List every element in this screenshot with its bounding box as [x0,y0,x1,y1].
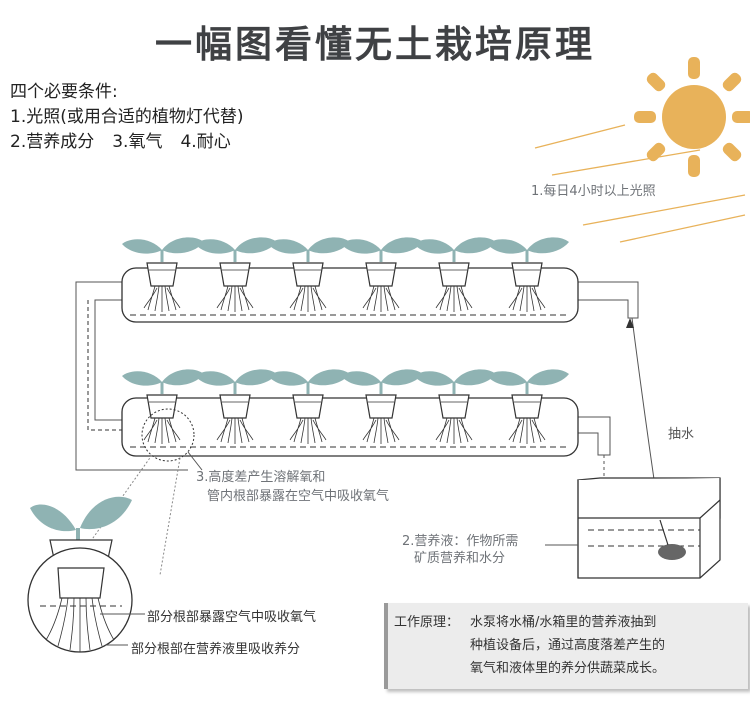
roots-air-label: 部分根部暴露空气中吸收氧气 [147,610,317,625]
condition-2: 2.营养成分 [10,132,95,152]
sunlight-rays [534,124,746,243]
pump-icon [658,519,686,560]
work-principle-body: 水泵将水桶/水箱里的营养液抽到 种植设备后，通过高度落差产生的 氧气和液体里的养… [470,611,665,680]
magnifier-circle-icon [141,408,195,462]
upper-pipe [121,267,579,323]
page-title: 一幅图看懂无土栽培原理 [155,23,595,66]
sunlight-label: 1.每日4小时以上光照 [531,184,656,199]
nutrient-label-line1: 2.营养液：作物所需 [402,534,519,549]
condition-3: 3.氧气 [112,132,163,152]
conditions-row: 2.营养成分 3.氧气 4.耐心 [10,130,243,155]
work-principle-line2: 种植设备后，通过高度落差产生的 [470,638,666,653]
conditions-block: 四个必要条件: 1.光照(或用合适的植物灯代替) 2.营养成分 3.氧气 4.耐心 [10,80,243,155]
pump-label: 抽水 [668,427,695,442]
nutrient-label-line2: 矿质营养和水分 [414,551,506,566]
sun-icon [634,57,750,177]
plant-detail-icon [27,496,145,653]
condition-4: 4.耐心 [180,132,231,152]
work-principle-line1: 水泵将水桶/水箱里的营养液抽到 [470,615,657,630]
condition-1: 1.光照(或用合适的植物灯代替) [10,107,244,127]
oxygen-label-line2: 管内根部暴露在空气中吸收氧气 [207,489,390,504]
work-principle-line3: 氧气和液体里的养分供蔬菜成长。 [470,661,666,676]
oxygen-label-line1: 3.高度差产生溶解氧和 [196,470,326,485]
water-tank-icon [577,477,721,579]
work-principle-box: 工作原理： 水泵将水桶/水箱里的营养液抽到 种植设备后，通过高度落差产生的 氧气… [384,603,748,689]
conditions-header: 四个必要条件: [10,82,118,102]
roots-liquid-label: 部分根部在营养液里吸收养分 [131,642,301,657]
work-principle-heading: 工作原理： [394,615,460,630]
